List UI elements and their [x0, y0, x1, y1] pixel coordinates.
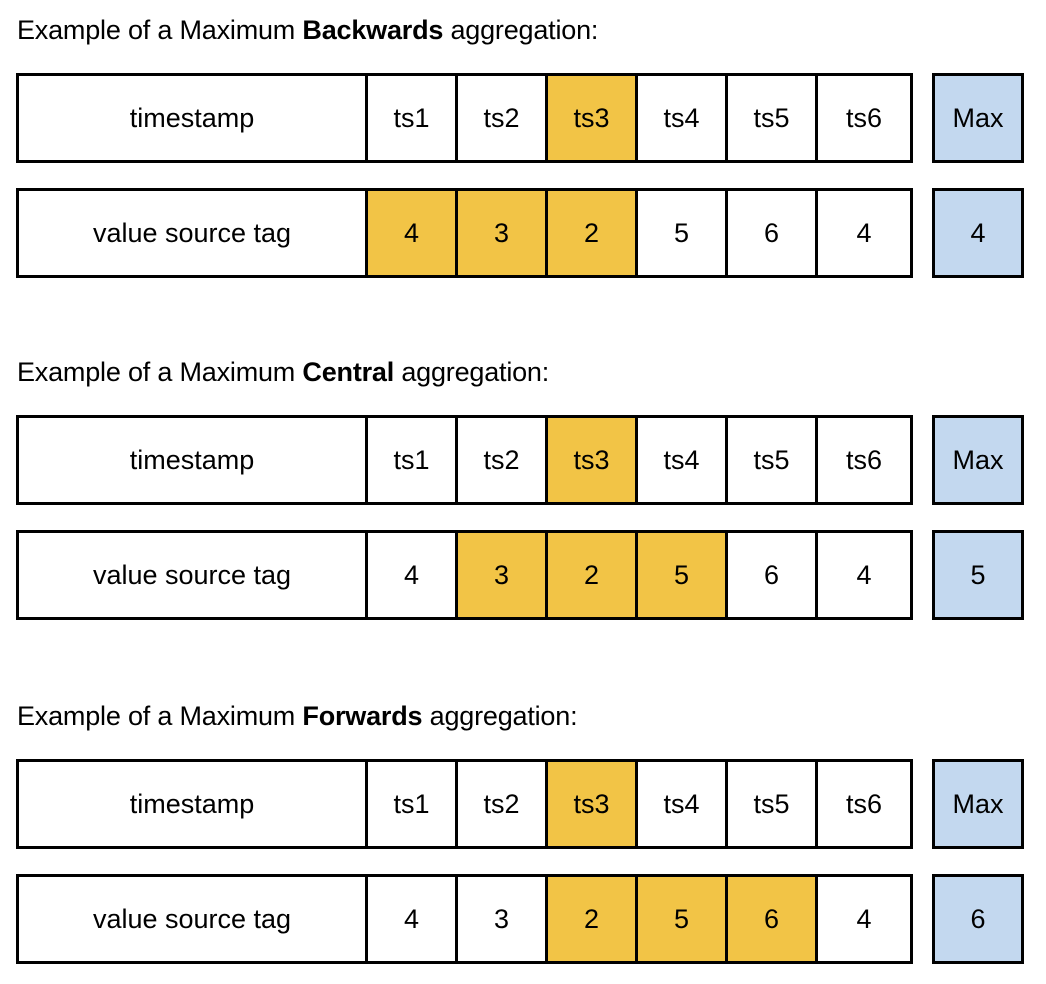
max-value-box: 6: [932, 874, 1024, 964]
caption-suffix: aggregation:: [443, 15, 599, 45]
timestamp-cell-ts3: ts3: [548, 76, 638, 160]
timestamp-cell-ts6: ts6: [818, 418, 910, 502]
value-row: value source tag 4 3 2 5 6 4: [16, 874, 913, 964]
value-cell-ts4: 5: [638, 877, 728, 961]
caption-emphasis: Backwards: [302, 15, 444, 45]
row-label-value-source-tag: value source tag: [19, 877, 368, 961]
value-cell-ts6: 4: [818, 533, 910, 617]
timestamp-cell-ts1: ts1: [368, 762, 458, 846]
value-row: value source tag 4 3 2 5 6 4: [16, 188, 913, 278]
value-cell-ts2: 3: [458, 877, 548, 961]
timestamp-cell-ts4: ts4: [638, 762, 728, 846]
caption-backwards: Example of a Maximum Backwards aggregati…: [17, 13, 598, 47]
timestamp-cell-ts2: ts2: [458, 76, 548, 160]
timestamp-cell-ts5: ts5: [728, 418, 818, 502]
timestamp-cell-ts4: ts4: [638, 76, 728, 160]
caption-prefix: Example of a Maximum: [17, 357, 303, 387]
caption-suffix: aggregation:: [394, 357, 550, 387]
timestamp-cell-ts3: ts3: [548, 418, 638, 502]
timestamp-row: timestamp ts1 ts2 ts3 ts4 ts5 ts6: [16, 73, 913, 163]
value-cell-ts2: 3: [458, 533, 548, 617]
row-label-timestamp: timestamp: [19, 76, 368, 160]
caption-emphasis: Forwards: [302, 701, 423, 731]
caption-suffix: aggregation:: [422, 701, 578, 731]
value-cell-ts6: 4: [818, 191, 910, 275]
timestamp-cell-ts5: ts5: [728, 76, 818, 160]
timestamp-cell-ts4: ts4: [638, 418, 728, 502]
caption-central: Example of a Maximum Central aggregation…: [17, 355, 549, 389]
timestamp-cell-ts2: ts2: [458, 418, 548, 502]
row-label-timestamp: timestamp: [19, 418, 368, 502]
max-value-box: 4: [932, 188, 1024, 278]
value-cell-ts1: 4: [368, 191, 458, 275]
value-row: value source tag 4 3 2 5 6 4: [16, 530, 913, 620]
max-header-box: Max: [932, 415, 1024, 505]
timestamp-cell-ts3: ts3: [548, 762, 638, 846]
timestamp-row: timestamp ts1 ts2 ts3 ts4 ts5 ts6: [16, 415, 913, 505]
timestamp-row: timestamp ts1 ts2 ts3 ts4 ts5 ts6: [16, 759, 913, 849]
timestamp-cell-ts6: ts6: [818, 76, 910, 160]
row-label-timestamp: timestamp: [19, 762, 368, 846]
value-cell-ts4: 5: [638, 533, 728, 617]
max-value-box: 5: [932, 530, 1024, 620]
value-cell-ts3: 2: [548, 533, 638, 617]
value-cell-ts1: 4: [368, 877, 458, 961]
timestamp-cell-ts1: ts1: [368, 76, 458, 160]
max-header-box: Max: [932, 73, 1024, 163]
max-header-box: Max: [932, 759, 1024, 849]
value-cell-ts4: 5: [638, 191, 728, 275]
value-cell-ts1: 4: [368, 533, 458, 617]
timestamp-cell-ts1: ts1: [368, 418, 458, 502]
caption-forwards: Example of a Maximum Forwards aggregatio…: [17, 699, 578, 733]
value-cell-ts5: 6: [728, 533, 818, 617]
caption-prefix: Example of a Maximum: [17, 701, 303, 731]
timestamp-cell-ts2: ts2: [458, 762, 548, 846]
caption-emphasis: Central: [302, 357, 395, 387]
timestamp-cell-ts6: ts6: [818, 762, 910, 846]
row-label-value-source-tag: value source tag: [19, 191, 368, 275]
value-cell-ts3: 2: [548, 191, 638, 275]
row-label-value-source-tag: value source tag: [19, 533, 368, 617]
value-cell-ts6: 4: [818, 877, 910, 961]
value-cell-ts3: 2: [548, 877, 638, 961]
caption-prefix: Example of a Maximum: [17, 15, 303, 45]
value-cell-ts5: 6: [728, 877, 818, 961]
value-cell-ts5: 6: [728, 191, 818, 275]
value-cell-ts2: 3: [458, 191, 548, 275]
timestamp-cell-ts5: ts5: [728, 762, 818, 846]
